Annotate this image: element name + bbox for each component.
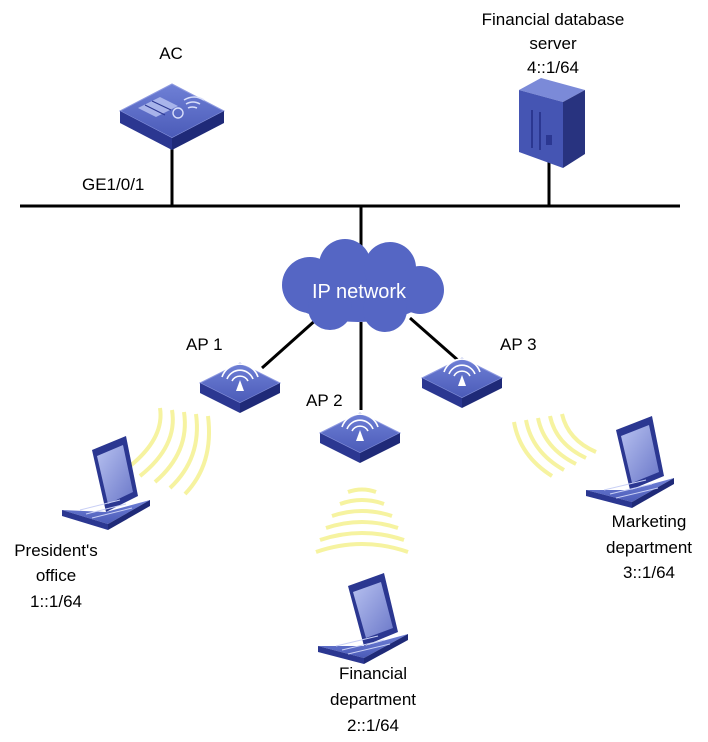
president-ip: 1::1/64	[30, 592, 82, 611]
ap1-link	[261, 316, 319, 370]
ap3-wireless-waves	[512, 413, 597, 478]
server-label-line2: server	[529, 34, 577, 53]
marketing-label-line1: Marketing	[612, 512, 687, 531]
ap2-icon	[318, 412, 402, 463]
ap3-icon	[420, 357, 504, 408]
laptop-icon-president	[62, 436, 150, 530]
financial-label-line1: Financial	[339, 664, 407, 683]
financial-ip: 2::1/64	[347, 716, 399, 735]
financial-label-line2: department	[330, 690, 416, 709]
server-ip: 4::1/64	[527, 58, 579, 77]
ap1-label: AP 1	[186, 335, 223, 354]
ap3-link	[409, 316, 461, 364]
marketing-ip: 3::1/64	[623, 563, 675, 582]
ap3-label: AP 3	[500, 335, 537, 354]
ap2-label: AP 2	[306, 391, 343, 410]
ap1-wireless-waves	[123, 407, 211, 496]
ap2-wireless-waves	[315, 487, 409, 554]
president-label-line2: office	[36, 566, 76, 585]
laptop-icon-financial	[318, 573, 408, 664]
server-tower-icon	[519, 78, 585, 168]
links	[20, 148, 680, 410]
cloud-label: IP network	[312, 281, 407, 303]
president-label-line1: President's	[14, 541, 98, 560]
cloud-icon	[282, 239, 444, 332]
ap1-icon	[198, 362, 282, 413]
access-controller-icon	[118, 83, 226, 150]
ac-port-label: GE1/0/1	[82, 175, 144, 194]
ac-label: AC	[159, 44, 183, 63]
marketing-label-line2: department	[606, 538, 692, 557]
laptop-icon-marketing	[586, 416, 674, 508]
server-label-line1: Financial database	[482, 10, 625, 29]
